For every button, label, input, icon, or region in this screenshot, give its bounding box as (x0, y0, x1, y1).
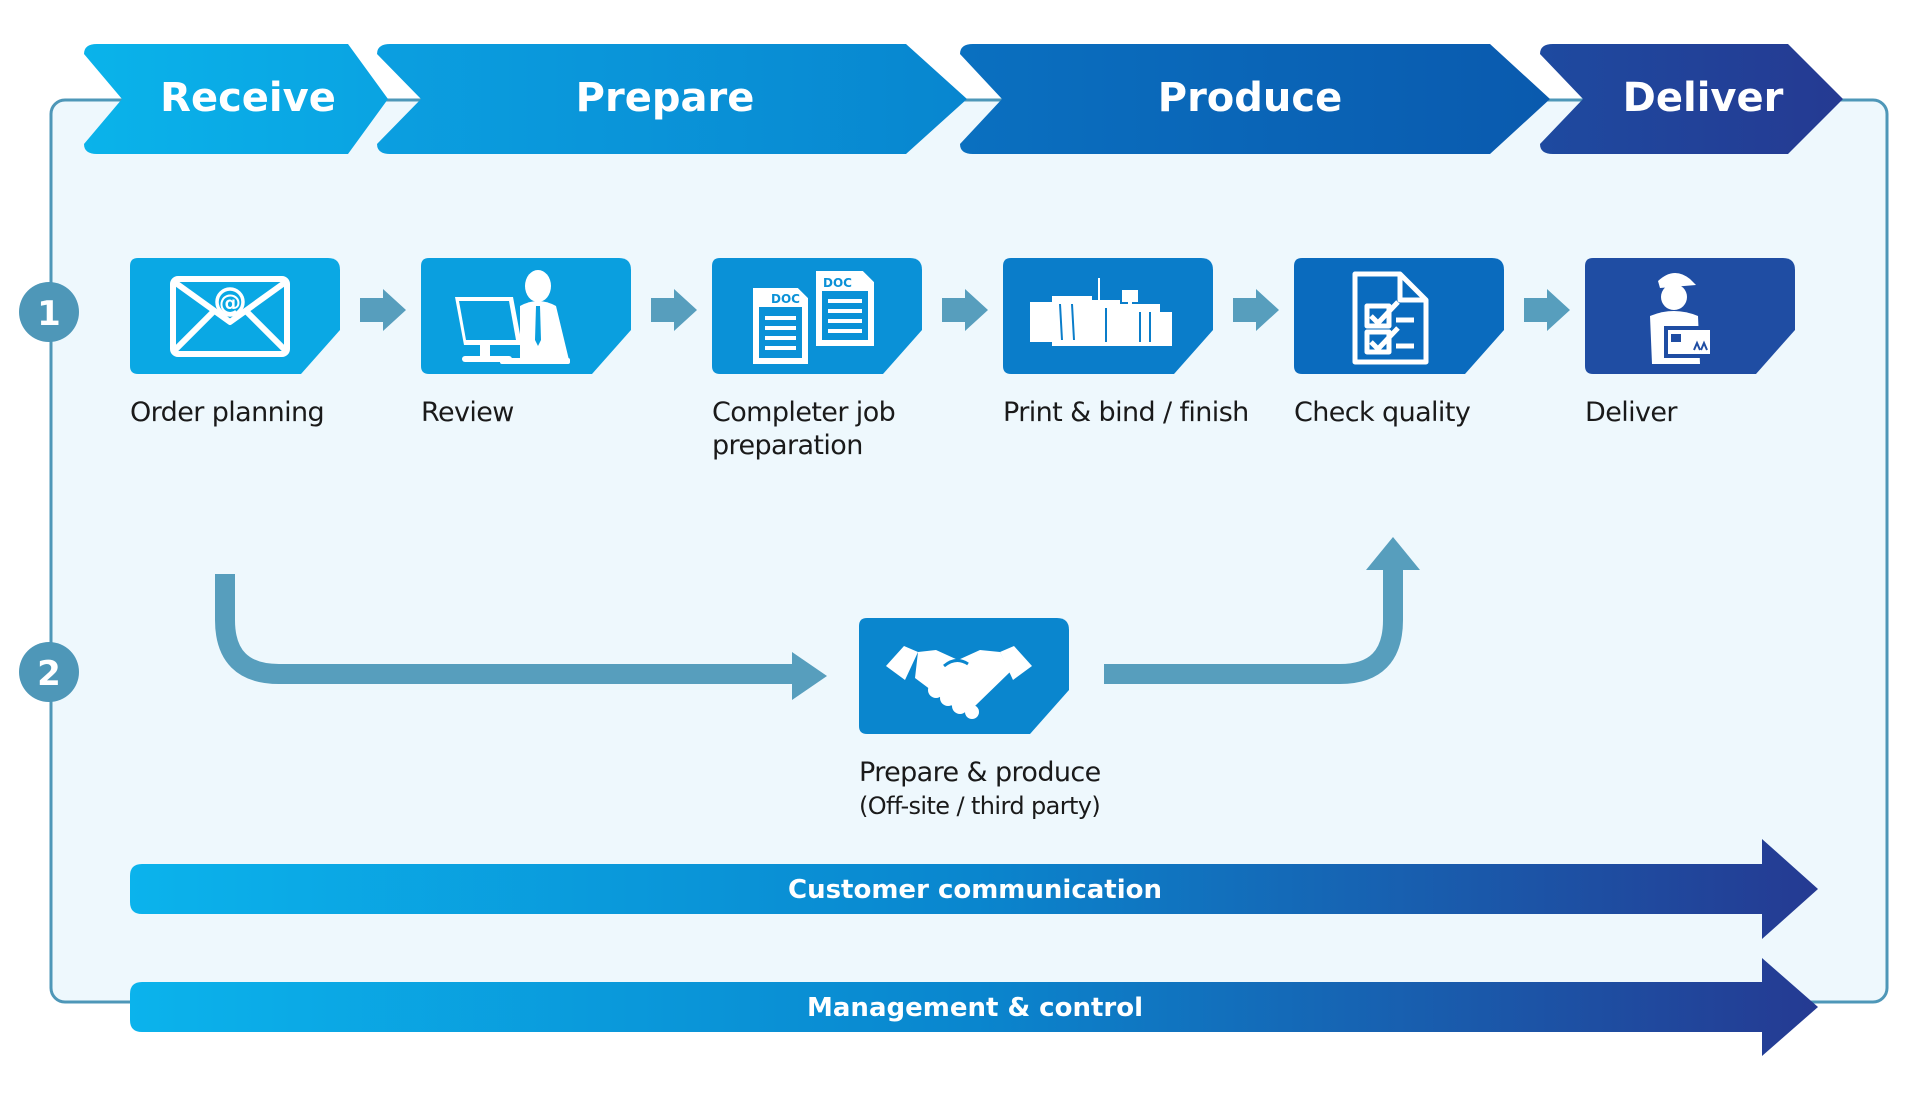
step-label-line: Check quality (1294, 397, 1471, 428)
offsite-path (215, 560, 1403, 684)
step-connectors (360, 289, 1570, 331)
step-tile-review (421, 258, 631, 374)
arrow-right-icon (942, 289, 988, 331)
phase-label: Produce (1158, 75, 1342, 121)
step-label-line: Order planning (130, 397, 325, 428)
phase-label: Receive (160, 75, 336, 121)
step-tile-order-planning: @ (130, 258, 340, 374)
step-label-line: Prepare & produce (859, 757, 1101, 788)
arrow-right-icon (651, 289, 697, 331)
printer-icon (1030, 278, 1172, 346)
svg-text:DOC: DOC (771, 292, 800, 306)
delivery-person-icon (1650, 272, 1714, 364)
svg-text:@: @ (219, 291, 241, 316)
step-label-print-bind: Print & bind / finish (1003, 396, 1249, 429)
bar-label: Management & control (807, 993, 1143, 1023)
step-label-line: Deliver (1585, 397, 1678, 428)
step-label-line: Review (421, 397, 514, 428)
row-number-text: 1 (37, 294, 61, 334)
step-label-offsite: Prepare & produce (Off-site / third part… (859, 756, 1101, 823)
phase-deliver: Deliver (1540, 44, 1843, 154)
bar-management-control: Management & control (130, 958, 1818, 1056)
step-label-subline: (Off-site / third party) (859, 792, 1101, 820)
step-tile-deliver (1585, 258, 1795, 374)
arrow-right-icon (1233, 289, 1279, 331)
svg-text:DOC: DOC (823, 276, 852, 290)
row-number-2: 2 (19, 642, 79, 702)
bar-label: Customer communication (788, 875, 1162, 905)
arrow-right-icon (1524, 289, 1570, 331)
computer-user-icon (455, 270, 570, 364)
step-label-line: Completer job (712, 397, 896, 428)
phase-produce: Produce (960, 44, 1550, 154)
step-label-order-planning: Order planning (130, 396, 325, 429)
phase-receive: Receive (84, 44, 388, 154)
phase-header: Receive Prepare Produce Deliver (84, 44, 1843, 154)
step-label-line: Print & bind / finish (1003, 397, 1249, 428)
step-tile-check-quality (1294, 258, 1504, 374)
arrow-right-icon (792, 652, 827, 700)
row-number-1: 1 (19, 282, 79, 342)
step-label-check-quality: Check quality (1294, 396, 1471, 429)
bar-customer-communication: Customer communication (130, 839, 1818, 939)
arrow-right-icon (360, 289, 406, 331)
step-label-review: Review (421, 396, 514, 429)
step-tile-job-preparation: DOC DOC (712, 258, 922, 374)
step-tile-offsite (859, 618, 1069, 734)
documents-icon: DOC DOC (753, 271, 874, 364)
arrow-up-icon (1366, 537, 1420, 570)
step-label-job-preparation: Completer job preparation (712, 396, 896, 462)
email-icon: @ (170, 276, 290, 357)
checklist-icon (1352, 271, 1429, 365)
row-number-text: 2 (37, 654, 61, 694)
phase-prepare: Prepare (377, 44, 967, 154)
handshake-icon (886, 646, 1032, 719)
step-label-deliver: Deliver (1585, 396, 1678, 429)
step-tile-print-bind (1003, 258, 1213, 374)
step-label-line: preparation (712, 430, 863, 461)
phase-label: Prepare (576, 75, 755, 121)
phase-label: Deliver (1623, 75, 1784, 121)
